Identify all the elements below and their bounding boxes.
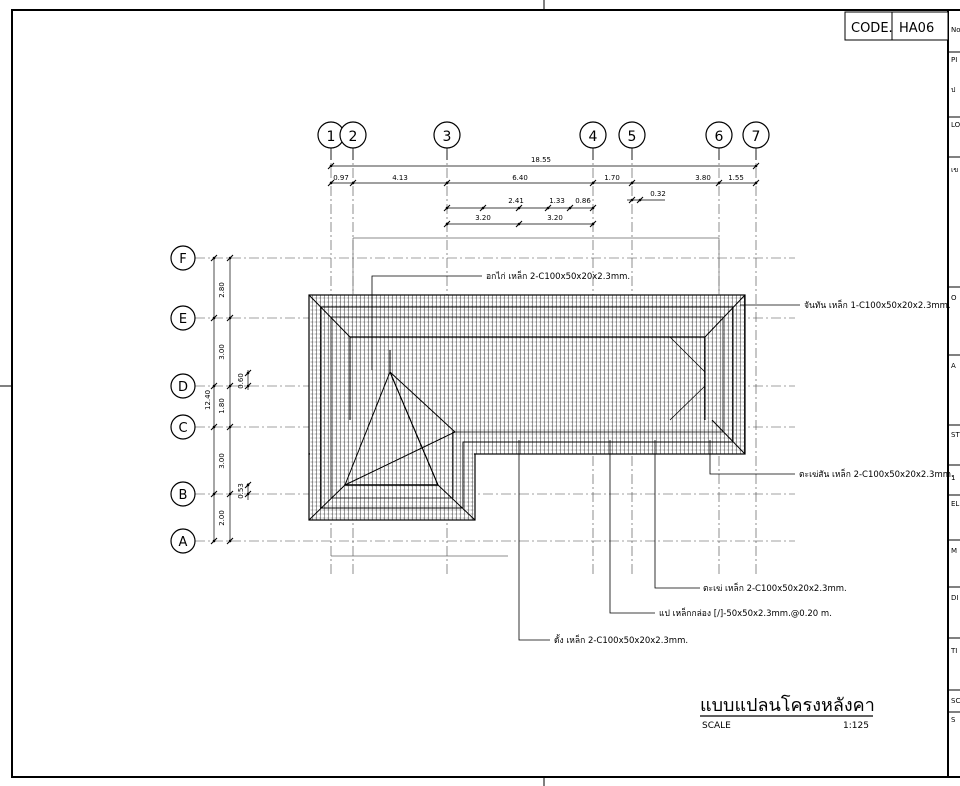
row-markers: F E D C B A (170, 245, 196, 554)
dim-left-1: 2.80 (218, 282, 226, 298)
title-block-label: TI (950, 647, 957, 655)
scale-value: 1:125 (843, 721, 869, 731)
scale-label: SCALE (702, 721, 731, 731)
column-label: 6 (715, 129, 724, 145)
title-block-label: EL (951, 500, 959, 508)
title-block-label: DI (951, 594, 958, 602)
title-block-label: M (951, 547, 957, 555)
row-marker-D: D (170, 373, 196, 399)
code-box (844, 11, 949, 41)
column-marker-4: 4 (579, 121, 607, 160)
title-block-label: S (951, 716, 956, 724)
left-dimensions (213, 258, 249, 542)
drawing-title: แบบแปลนโครงหลังคา (700, 694, 875, 716)
note-batten: แป เหล็กกล่อง [/]-50x50x2.3mm.@0.20 m. (659, 607, 832, 619)
dim-top-2: 4.13 (392, 174, 408, 182)
title-block-label: เข (951, 166, 958, 174)
code-value: HA06 (899, 21, 934, 36)
sheet-border (11, 9, 960, 778)
dim-left-total: 12.40 (204, 390, 212, 410)
title-block-label: SC (951, 697, 960, 705)
note-strut: จันทัน เหล็ก 1-C100x50x20x2.3mm. (804, 299, 951, 311)
row-label: B (179, 488, 188, 503)
dim-top-6: 1.55 (728, 174, 744, 182)
title-block-label: O (951, 294, 957, 302)
title-block-label: 1 (951, 474, 955, 482)
column-marker-1: 1 (317, 121, 345, 160)
dim-mid-1: 2.41 (508, 197, 524, 205)
note-ridge: อกไก่ เหล็ก 2-C100x50x20x2.3mm. (486, 270, 630, 282)
column-marker-6: 6 (705, 121, 733, 160)
row-marker-C: C (170, 414, 196, 440)
dim-left-small-1: 0.60 (237, 373, 245, 389)
dim-left-2: 3.00 (218, 344, 226, 360)
dim-left-3: 1.80 (218, 398, 226, 414)
row-label: F (179, 252, 186, 267)
leader-lines (371, 275, 800, 641)
dim-left-small-2: 0.53 (237, 483, 245, 499)
title-block-label: ป (951, 86, 956, 94)
title-block-label: No (951, 26, 960, 34)
title-block-label: LO (951, 121, 960, 129)
dim-top-3: 6.40 (512, 174, 528, 182)
column-label: 4 (589, 129, 598, 145)
row-label: D (178, 380, 188, 395)
column-label: 3 (443, 129, 452, 145)
dim-low-1: 3.20 (475, 214, 491, 222)
title-block-label: ST (951, 431, 960, 439)
title-block-label: PI (951, 56, 957, 64)
note-eave: ตะเฆ่สัน เหล็ก 2-C100x50x20x2.3mm. (799, 468, 954, 480)
row-marker-F: F (170, 245, 196, 271)
dim-left-4: 3.00 (218, 453, 226, 469)
dim-total-top: 18.55 (531, 156, 551, 164)
row-label: E (179, 312, 187, 327)
column-label: 2 (349, 129, 358, 145)
roof-area (308, 294, 746, 521)
note-tie: ดั้ง เหล็ก 2-C100x50x20x2.3mm. (554, 634, 688, 646)
row-marker-E: E (170, 305, 196, 331)
column-marker-5: 5 (618, 121, 646, 160)
row-label: C (178, 421, 187, 436)
dim-low-2: 3.20 (547, 214, 563, 222)
dim-top-4: 1.70 (604, 174, 620, 182)
column-marker-2: 2 (339, 121, 367, 160)
dim-left-5: 2.00 (218, 510, 226, 526)
dim-mid-2: 1.33 (549, 197, 565, 205)
column-label: 1 (327, 129, 336, 145)
dim-small: 0.32 (650, 190, 666, 198)
title-block-label: A (951, 362, 956, 370)
code-label: CODE. (851, 21, 893, 36)
dim-top-1: 0.97 (333, 174, 349, 182)
column-marker-7: 7 (742, 121, 770, 160)
row-marker-B: B (170, 481, 196, 507)
row-marker-A: A (170, 528, 196, 554)
column-label: 5 (628, 129, 637, 145)
row-label: A (179, 535, 188, 550)
dim-mid-3: 0.86 (575, 197, 591, 205)
column-marker-3: 3 (433, 121, 461, 160)
note-purlin: ตะเฆ่ เหล็ก 2-C100x50x20x2.3mm. (703, 582, 847, 594)
column-label: 7 (752, 129, 761, 145)
dim-top-5: 3.80 (695, 174, 711, 182)
